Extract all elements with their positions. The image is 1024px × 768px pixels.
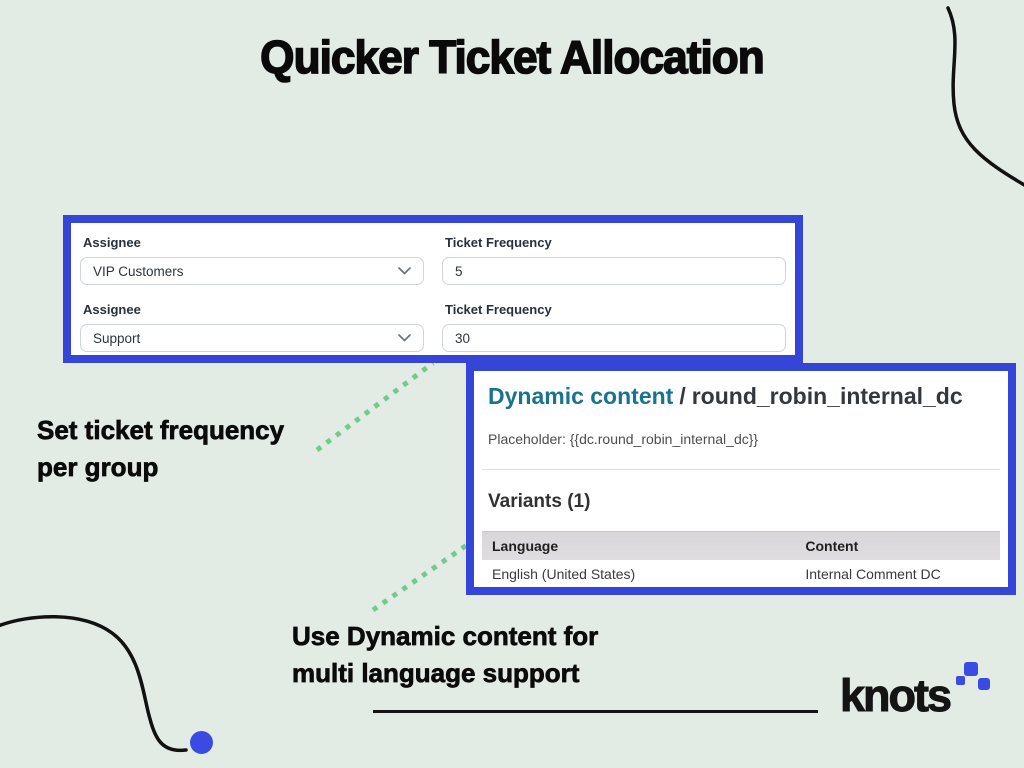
annotation-set-ticket-frequency: Set ticket frequency per group <box>37 412 285 486</box>
logo-pixel-square-small <box>956 676 965 685</box>
knots-logo-text: knots <box>839 670 952 722</box>
breadcrumb-current: round_robin_internal_dc <box>691 383 963 409</box>
chevron-down-icon <box>398 267 411 275</box>
assignee-select-2[interactable]: Support <box>80 324 424 352</box>
placeholder-text: Placeholder: {{dc.round_robin_internal_d… <box>488 431 759 447</box>
assignee-frequency-panel: Assignee VIP Customers Ticket Frequency … <box>63 215 803 363</box>
variants-table: Language Content English (United States)… <box>482 531 1000 587</box>
section-divider <box>482 469 1000 470</box>
dynamic-content-panel: Dynamic content/round_robin_internal_dc … <box>466 363 1016 595</box>
dynamic-content-link[interactable]: Dynamic content <box>488 383 674 409</box>
annotation-use-dynamic-content: Use Dynamic content for multi language s… <box>292 618 599 692</box>
breadcrumb: Dynamic content/round_robin_internal_dc <box>488 383 1000 410</box>
table-header-row: Language Content <box>482 531 1000 560</box>
squiggle-line-bottom-left <box>0 615 188 753</box>
assignee-select-2-value: Support <box>93 330 141 346</box>
frequency-label-1: Ticket Frequency <box>445 235 552 250</box>
frequency-input-wrap-2 <box>442 324 786 352</box>
dotted-connector-dynamic <box>371 542 469 613</box>
assignee-label-1: Assignee <box>83 235 141 250</box>
knots-logo: knots <box>839 660 1015 722</box>
logo-pixel-square-mid <box>978 678 990 690</box>
breadcrumb-separator: / <box>679 383 686 409</box>
assignee-select-1[interactable]: VIP Customers <box>80 257 424 285</box>
annotation-line: per group <box>37 452 159 483</box>
chevron-down-icon <box>398 334 411 342</box>
annotation-line: Use Dynamic content for <box>292 621 599 652</box>
logo-pixel-square-large <box>964 662 978 676</box>
frequency-label-2: Ticket Frequency <box>445 302 552 317</box>
ticket-frequency-input-1[interactable] <box>455 263 773 279</box>
dotted-connector-frequency <box>315 361 435 452</box>
page-title: Quicker Ticket Allocation <box>259 30 765 84</box>
variants-heading: Variants (1) <box>488 491 591 512</box>
divider-line <box>373 710 818 713</box>
table-row: English (United States) Internal Comment… <box>482 560 1000 587</box>
frequency-field-1: Ticket Frequency <box>442 235 786 285</box>
content-cell: Internal Comment DC <box>805 566 941 582</box>
annotation-line: multi language support <box>292 658 580 689</box>
ticket-frequency-input-2[interactable] <box>455 330 773 346</box>
assignee-field-2: Assignee Support <box>80 285 424 352</box>
language-cell: English (United States) <box>492 566 636 582</box>
annotation-line: Set ticket frequency <box>37 415 285 446</box>
blue-dot-decoration <box>190 731 213 754</box>
frequency-field-2: Ticket Frequency <box>442 285 786 352</box>
assignee-select-1-value: VIP Customers <box>93 263 184 279</box>
assignee-field-1: Assignee VIP Customers <box>80 235 424 285</box>
language-column-header: Language <box>492 538 559 554</box>
frequency-input-wrap-1 <box>442 257 786 285</box>
assignee-label-2: Assignee <box>83 302 141 317</box>
content-column-header: Content <box>805 538 859 554</box>
